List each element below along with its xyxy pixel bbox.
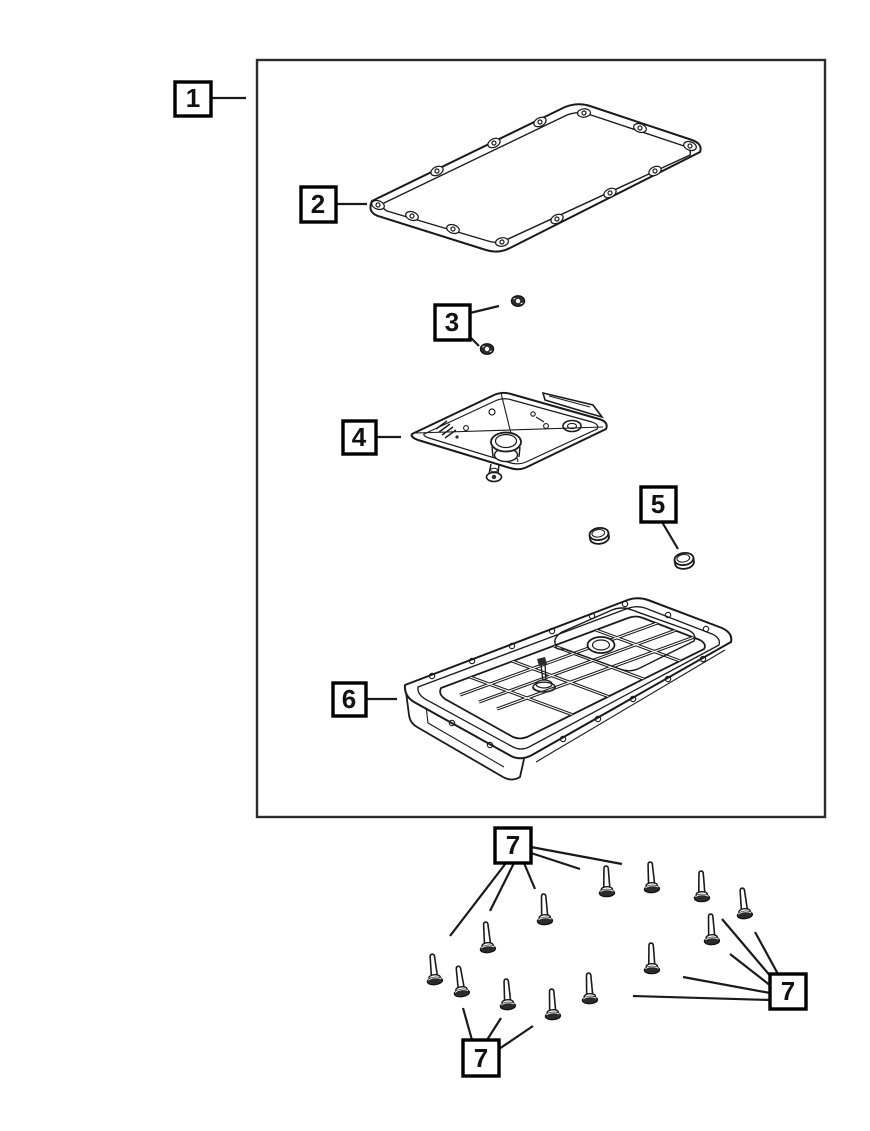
bolt-set — [423, 860, 754, 1021]
filter-plate-icon — [410, 391, 608, 483]
callout-7-right-label: 7 — [781, 976, 795, 1006]
callout-5-label: 5 — [651, 489, 665, 519]
leader-line — [469, 304, 500, 315]
flange-bolt-icon — [535, 892, 554, 926]
flange-bolt-icon — [641, 860, 661, 895]
flange-bolt-icon — [733, 886, 754, 921]
leader-line — [461, 1007, 474, 1041]
callout-7-bottom-label: 7 — [474, 1043, 488, 1073]
callouts: 1 2 3 4 5 6 7 7 — [173, 80, 808, 1078]
leader-line — [721, 918, 773, 979]
callout-5[interactable]: 5 — [639, 485, 678, 524]
flange-bolt-icon — [702, 912, 721, 946]
leader-line — [754, 931, 779, 975]
leader-line — [682, 975, 771, 995]
callout-3-label: 3 — [445, 307, 459, 337]
callout-3[interactable]: 3 — [433, 303, 472, 342]
flange-bolt-icon — [477, 920, 497, 955]
flange-bolt-icon — [449, 964, 471, 999]
round-plug-icon — [672, 550, 696, 571]
leader-line — [522, 862, 537, 890]
leader-lines — [211, 96, 779, 1050]
flange-bolt-icon — [692, 869, 711, 903]
leader-line — [661, 521, 679, 550]
callout-7-right[interactable]: 7 — [768, 972, 808, 1011]
leader-line — [486, 1017, 502, 1041]
oil-pan-icon — [403, 597, 733, 781]
leader-line — [489, 862, 515, 912]
callout-2-label: 2 — [311, 189, 325, 219]
callout-6[interactable]: 6 — [331, 681, 368, 718]
round-plug-icon — [587, 525, 611, 546]
leader-line — [530, 845, 623, 866]
flange-bolt-icon — [497, 977, 517, 1012]
leader-line — [498, 1025, 534, 1050]
callout-4-label: 4 — [352, 422, 367, 452]
hex-nut-icon — [479, 343, 495, 355]
callout-7-bottom[interactable]: 7 — [461, 1038, 501, 1078]
leader-line — [449, 862, 507, 937]
flange-bolt-icon — [423, 952, 444, 987]
leader-line — [530, 851, 581, 871]
callout-1-label: 1 — [186, 83, 200, 113]
callout-2[interactable]: 2 — [299, 185, 338, 224]
flange-bolt-icon — [642, 941, 661, 975]
callout-6-label: 6 — [342, 684, 356, 714]
leader-line — [632, 994, 771, 1002]
callout-7-top-label: 7 — [506, 830, 520, 860]
assembly-box-icon — [255, 58, 827, 819]
callout-4[interactable]: 4 — [341, 419, 378, 456]
callout-7-top[interactable]: 7 — [493, 826, 533, 865]
flange-bolt-icon — [543, 987, 562, 1021]
callout-1[interactable]: 1 — [173, 80, 213, 118]
pan-gasket-icon — [369, 103, 702, 253]
flange-bolt-icon — [580, 971, 599, 1005]
flange-bolt-icon — [597, 864, 616, 898]
hex-nut-icon — [510, 295, 526, 307]
leader-line — [729, 953, 772, 987]
